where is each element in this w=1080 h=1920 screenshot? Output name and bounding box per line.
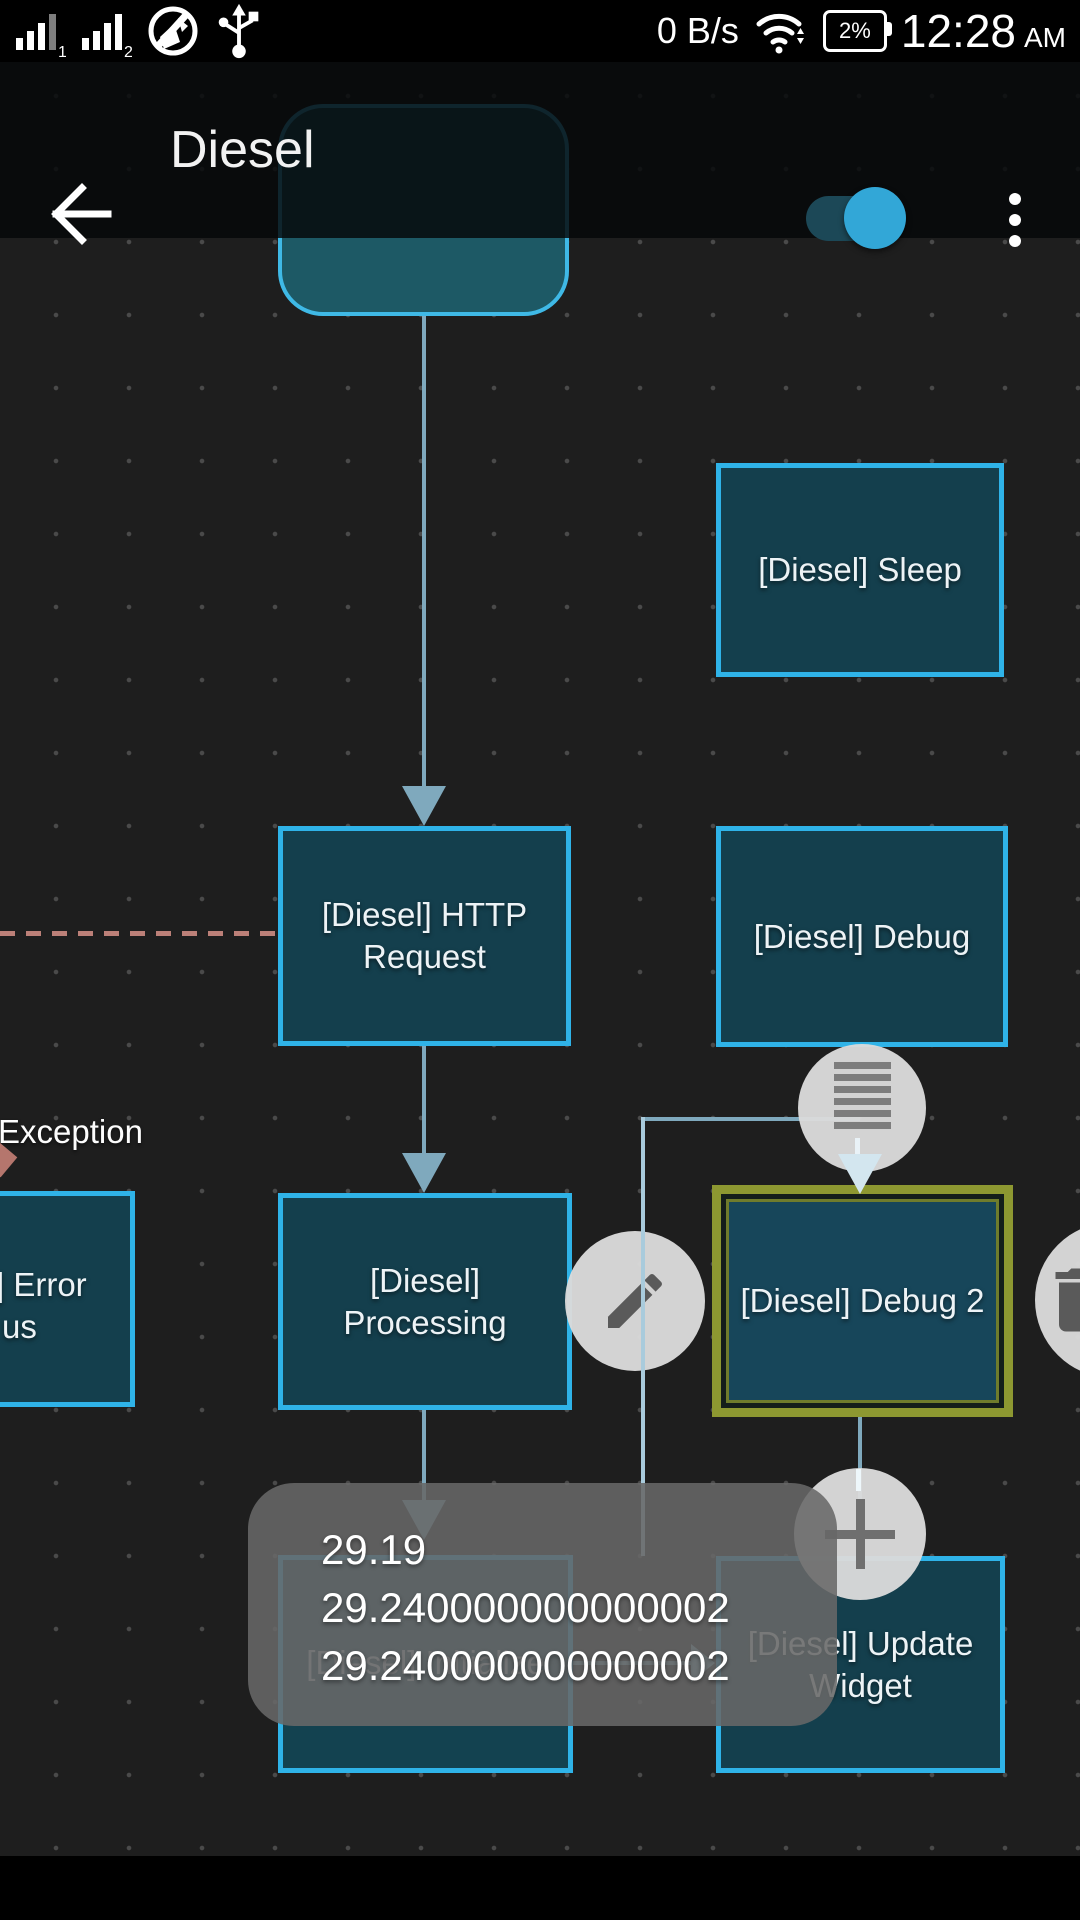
node-label-line2: Processing [343,1303,507,1341]
plus-icon [825,1499,895,1569]
value-line: 29.19 [321,1526,427,1573]
node-debug2-selected[interactable]: [Diesel] Debug 2 [712,1185,1013,1417]
value-line: 29.240000000000002 [321,1642,730,1689]
page-title: Diesel [170,121,315,179]
app-bar: Diesel [0,62,1080,249]
back-button[interactable] [44,178,116,250]
exception-connector-label: Exception [0,1113,143,1150]
back-arrow-icon [51,183,112,245]
connector-http-processing [422,1046,426,1156]
arrowhead-into-processing [402,1153,446,1193]
network-speed: 0 B/s [656,10,739,51]
battery-icon: 2% [822,10,892,52]
pencil-icon [608,1273,662,1328]
overflow-dot [1009,193,1021,205]
node-label-line2: Request [363,938,486,975]
status-bar: 1 2 [0,0,1080,62]
connector-through-menu [855,1138,860,1160]
connector-start-http [422,316,426,790]
connector-elbow-horizontal [641,1117,860,1121]
trash-icon [1055,1268,1080,1332]
node-processing[interactable]: [Diesel] Processing [278,1193,572,1410]
battery-percent: 2% [838,18,871,43]
connector-elbow-vertical [641,1117,645,1556]
toggle-thumb[interactable] [844,187,906,249]
signal-sim2-icon: 2 [82,14,132,58]
node-label: [Diesel] Debug 2 [740,1282,985,1319]
meridiem-text: AM [1024,22,1066,53]
connector-through-plus [856,1469,861,1491]
menu-lines-icon [833,1057,891,1134]
arrowhead-into-debug2 [838,1154,882,1194]
overflow-dot [1009,235,1021,247]
blocked-circle-icon [148,6,198,56]
status-clock: 12:28 AM [901,4,1066,58]
node-debug[interactable]: [Diesel] Debug [716,826,1008,1047]
bottom-black-bar [0,1856,1080,1920]
node-menu-button[interactable] [798,1044,926,1172]
connector-processing-down [422,1410,426,1504]
node-http-request[interactable]: [Diesel] HTTP Request [278,826,571,1046]
overflow-menu-button[interactable] [995,180,1035,260]
overflow-dot [1009,214,1021,226]
usb-icon [218,3,259,59]
node-label-line1: ] Error [0,1266,87,1303]
arrowhead-into-http [402,786,446,826]
edit-node-button[interactable] [565,1231,705,1371]
node-label-line2: us [2,1308,37,1345]
node-label-line1: [Diesel] [369,1261,481,1299]
node-label: [Diesel] Sleep [758,551,962,588]
node-sleep[interactable]: [Diesel] Sleep [716,463,1004,677]
value-popup: 29.19 29.240000000000002 29.240000000000… [248,1483,837,1726]
time-text: 12:28 [900,5,1016,57]
svg-text:2: 2 [124,44,132,58]
node-error-status[interactable]: ] Error us [0,1191,135,1407]
wifi-icon [756,13,804,54]
node-label-line1: [Diesel] HTTP [321,896,528,933]
svg-text:1: 1 [58,44,66,58]
signal-sim1-icon: 1 [16,14,66,58]
exception-dashed-connector [0,931,277,936]
value-line: 29.240000000000002 [321,1584,730,1631]
node-label: [Diesel] Debug [753,917,971,955]
